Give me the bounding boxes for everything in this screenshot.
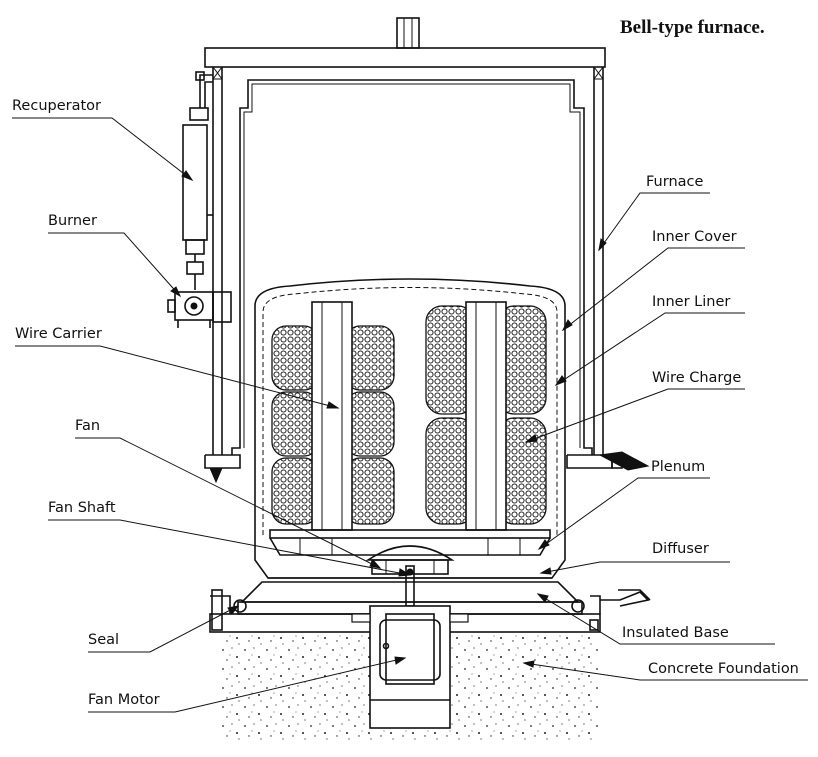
wire-carrier — [311, 301, 507, 531]
label-inner-cover: Inner Cover — [652, 229, 737, 245]
diffuser — [254, 535, 566, 579]
label-seal: Seal — [88, 632, 119, 648]
inner-cover — [254, 278, 566, 535]
label-burner: Burner — [48, 213, 97, 229]
leader-lines-right — [522, 192, 808, 681]
label-insulated-base: Insulated Base — [622, 625, 729, 641]
fan-motor — [351, 605, 469, 729]
burner-assembly — [167, 291, 232, 328]
recuperator-assembly — [182, 71, 213, 290]
label-fan-shaft: Fan Shaft — [48, 500, 116, 516]
label-fan-motor: Fan Motor — [88, 692, 160, 708]
fan-shaft — [405, 565, 415, 607]
label-recuperator: Recuperator — [12, 98, 101, 114]
label-concrete-foundation: Concrete Foundation — [648, 661, 799, 677]
label-furnace: Furnace — [646, 174, 703, 190]
leader-lines — [12, 117, 412, 713]
wire-charge — [271, 305, 547, 525]
label-plenum: Plenum — [651, 459, 705, 475]
label-wire-carrier: Wire Carrier — [15, 326, 102, 342]
label-inner-liner: Inner Liner — [652, 294, 730, 310]
furnace-bell — [204, 17, 650, 484]
diagram-title: Bell-type furnace. — [620, 17, 765, 38]
label-wire-charge: Wire Charge — [652, 370, 741, 386]
label-diffuser: Diffuser — [652, 541, 709, 557]
label-fan: Fan — [75, 418, 100, 434]
